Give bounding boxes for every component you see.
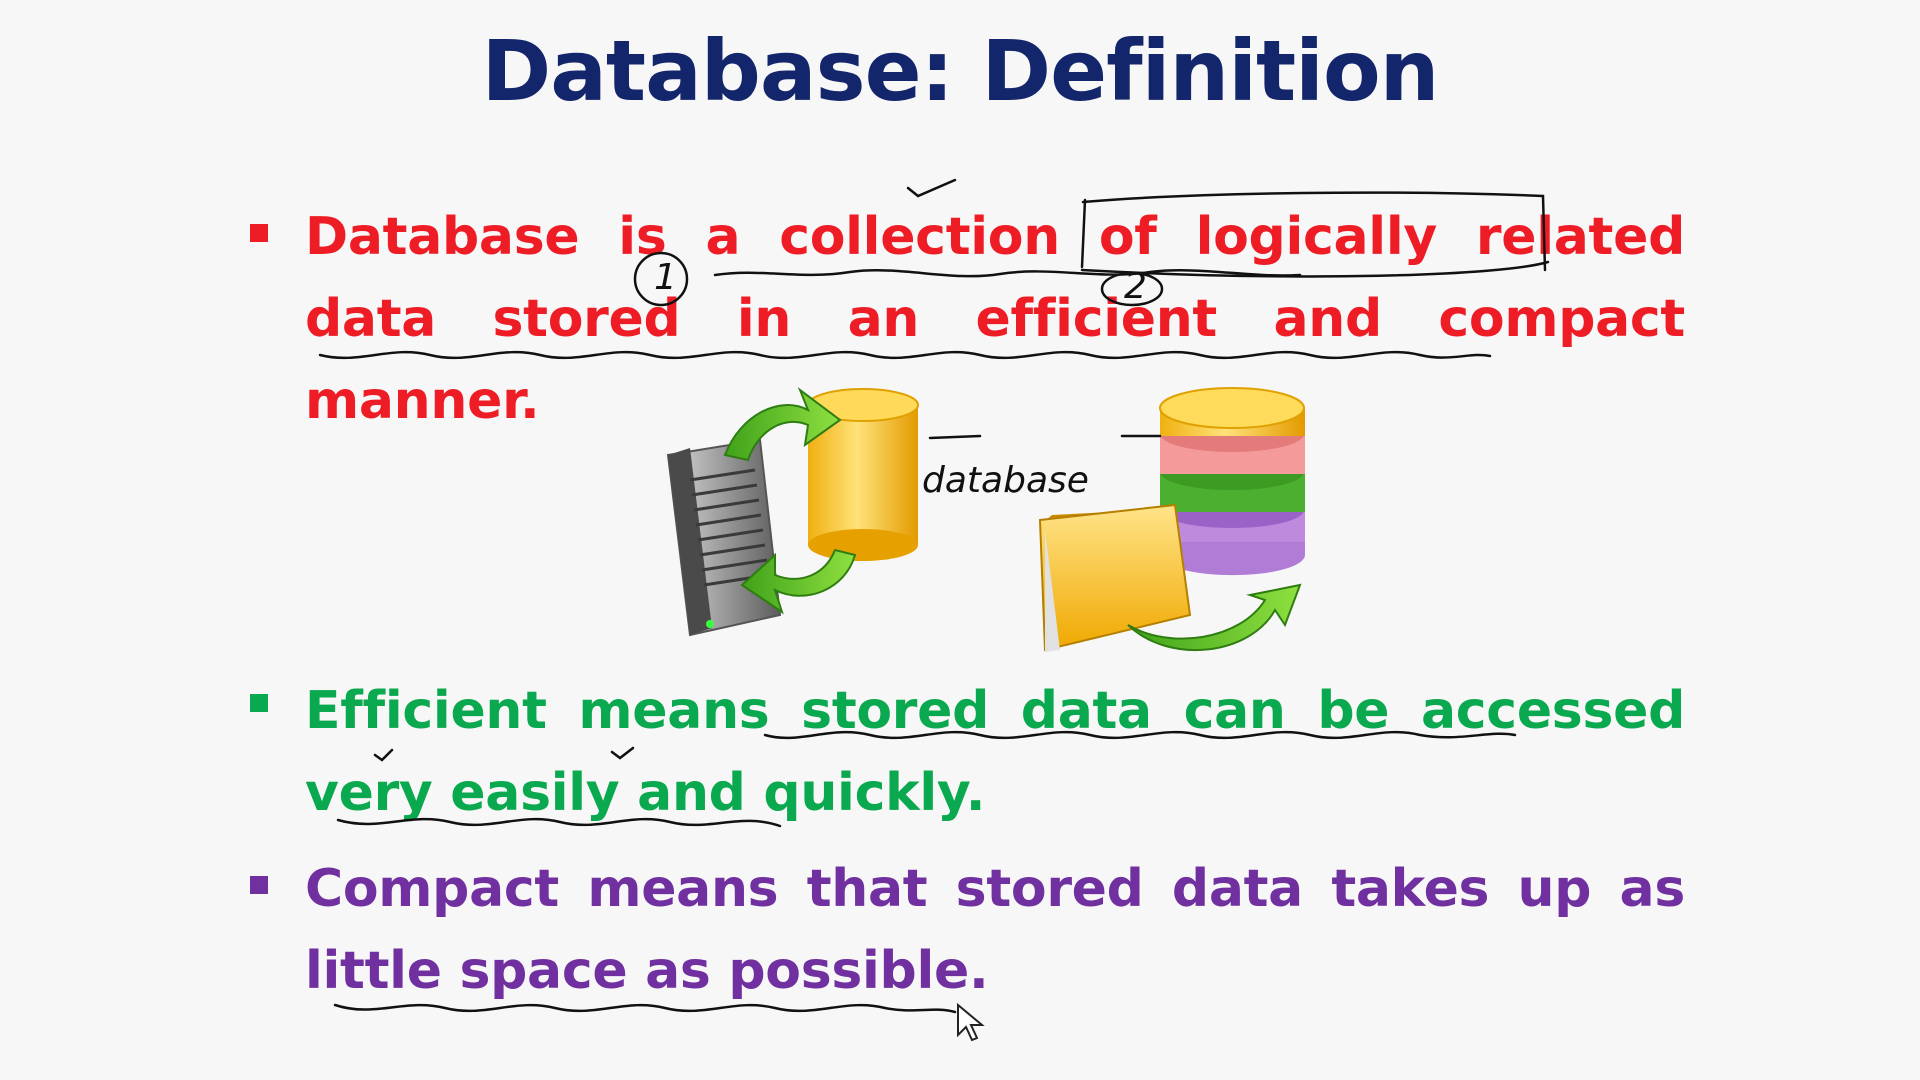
circle-mark-2: 2	[1124, 266, 1147, 307]
mouse-cursor-icon	[957, 1002, 985, 1042]
bullet-compact-text: Compact means that stored data takes up …	[305, 859, 1685, 1001]
bullet-efficient-text: Efficient means stored data can be acces…	[305, 681, 1685, 823]
folder-icon	[1038, 503, 1192, 652]
circle-mark-1: 1	[654, 257, 677, 298]
refresh-arrow-icon	[1127, 583, 1302, 652]
bullet-square-icon	[250, 694, 268, 712]
database-annotation: database	[922, 460, 1089, 501]
database-stack-icon	[1159, 387, 1305, 576]
handwriting-marks	[318, 178, 1550, 1014]
bullet-square-icon	[250, 224, 268, 242]
bullet-definition-text: Database is a collection of logically re…	[305, 207, 1685, 431]
slide-title: Database: Definition	[481, 22, 1440, 120]
sync-arrows-icon	[723, 387, 857, 615]
server-icon	[666, 438, 782, 637]
bullet-square-icon	[250, 876, 268, 894]
